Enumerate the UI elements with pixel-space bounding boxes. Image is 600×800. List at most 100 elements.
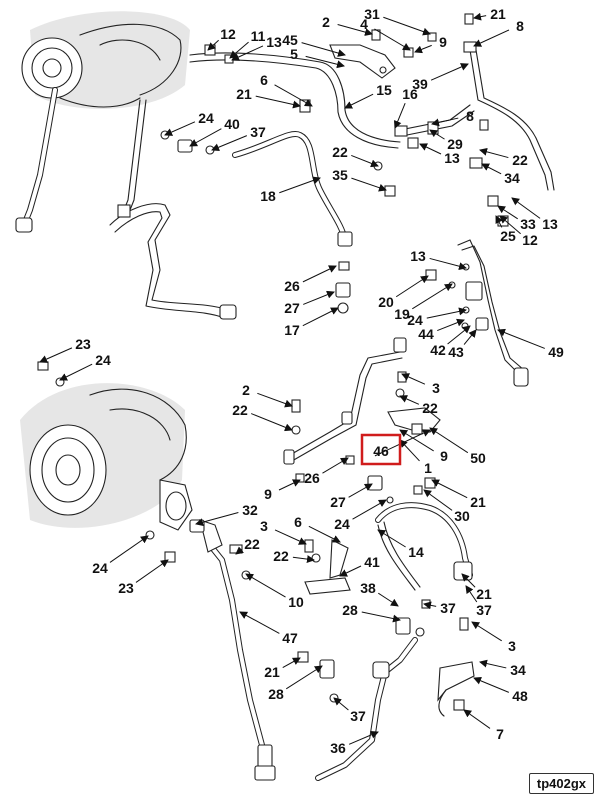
highlight-box [360,433,402,466]
leader-line [481,163,502,175]
leader-line [473,29,510,47]
leader-line [351,154,379,168]
callout-number: 48 [512,688,528,704]
callout-number: 34 [504,170,520,186]
callout-number: 47 [282,630,298,646]
leader-line [401,373,426,385]
callout-number: 13 [410,248,426,264]
leader-line [348,731,379,745]
callout-number: 18 [260,188,276,204]
leader-line [430,63,469,81]
lower-brackets [304,539,475,717]
callout-number: 28 [342,602,358,618]
hose-assembly-upper [232,131,353,247]
leader-line [301,42,346,57]
callout-number: 9 [439,34,447,50]
callout-number: 37 [350,708,366,724]
leader-line [59,363,93,381]
callout-number: 15 [376,82,392,98]
callout-number: 3 [508,638,516,654]
leader-line [429,129,445,140]
callout-number: 29 [447,136,463,152]
callout-number: 35 [332,167,348,183]
callout-number: 14 [408,544,424,560]
callout-number: 42 [430,342,446,358]
leader-line [399,439,420,462]
leader-line [351,177,387,192]
leader-line [279,176,321,194]
leader-line [429,427,469,454]
leader-line [302,265,337,283]
middle-upper-fittings [335,261,351,314]
callout-number: 38 [360,580,376,596]
callout-number: 12 [522,232,538,248]
leader-line [361,611,401,623]
callout-number: 26 [304,470,320,486]
callout-number: 10 [288,594,304,610]
callout-number: 27 [284,300,300,316]
leader-line [463,709,491,729]
leader-line [274,529,307,545]
callout-number: 41 [364,554,380,570]
leader-line [292,555,315,564]
callout-number: 24 [407,312,423,328]
callout-number: 13 [444,150,460,166]
callout-number: 24 [334,516,350,532]
lower-turbocharger [20,383,193,531]
callout-number: 30 [454,508,470,524]
leader-line [437,318,465,332]
callout-number: 7 [496,726,504,742]
leader-line [463,329,477,345]
callout-number: 45 [282,32,298,48]
callout-number: 22 [232,402,248,418]
leader-line [229,41,249,59]
callout-number: 21 [470,494,486,510]
mid-oil-line [283,337,407,465]
leader-line [257,392,293,408]
oil-return-hose [315,617,425,781]
leader-line [282,657,301,668]
callout-number: 24 [198,110,214,126]
callout-number: 22 [422,400,438,416]
upper-bracket [329,44,396,79]
leader-line [383,16,431,36]
leader-line [374,28,411,51]
leader-line [426,307,467,319]
callout-number: 5 [290,46,298,62]
callout-number: 21 [236,86,252,102]
leader-line [211,135,248,152]
upper-right-tube [399,49,555,191]
leader-line [377,529,406,548]
leader-line [399,395,420,405]
callout-number: 13 [542,216,558,232]
leader-line [109,535,149,563]
leader-line [333,697,349,711]
leader-line [497,205,518,220]
callout-number: 37 [250,124,266,140]
leader-line [231,45,264,61]
callout-number: 23 [75,336,91,352]
callout-number: 31 [364,6,380,22]
callout-number: 21 [476,586,492,602]
callout-number: 9 [440,448,448,464]
leader-line [419,143,442,155]
leader-line [378,592,399,607]
leader-line [207,39,219,51]
leader-line [473,12,487,21]
leader-line [473,676,510,693]
leader-line [285,665,323,690]
callout-number: 40 [224,116,240,132]
callout-number: 16 [402,86,418,102]
callout-number: 2 [242,382,250,398]
leader-line [511,197,541,219]
oil-drain-tube-lower [199,519,276,781]
callout-number: 8 [466,108,474,124]
callout-number: 49 [548,344,564,360]
callout-number: 22 [332,144,348,160]
callout-number: 8 [516,18,524,34]
leader-line [308,525,341,543]
leader-line [352,499,387,520]
